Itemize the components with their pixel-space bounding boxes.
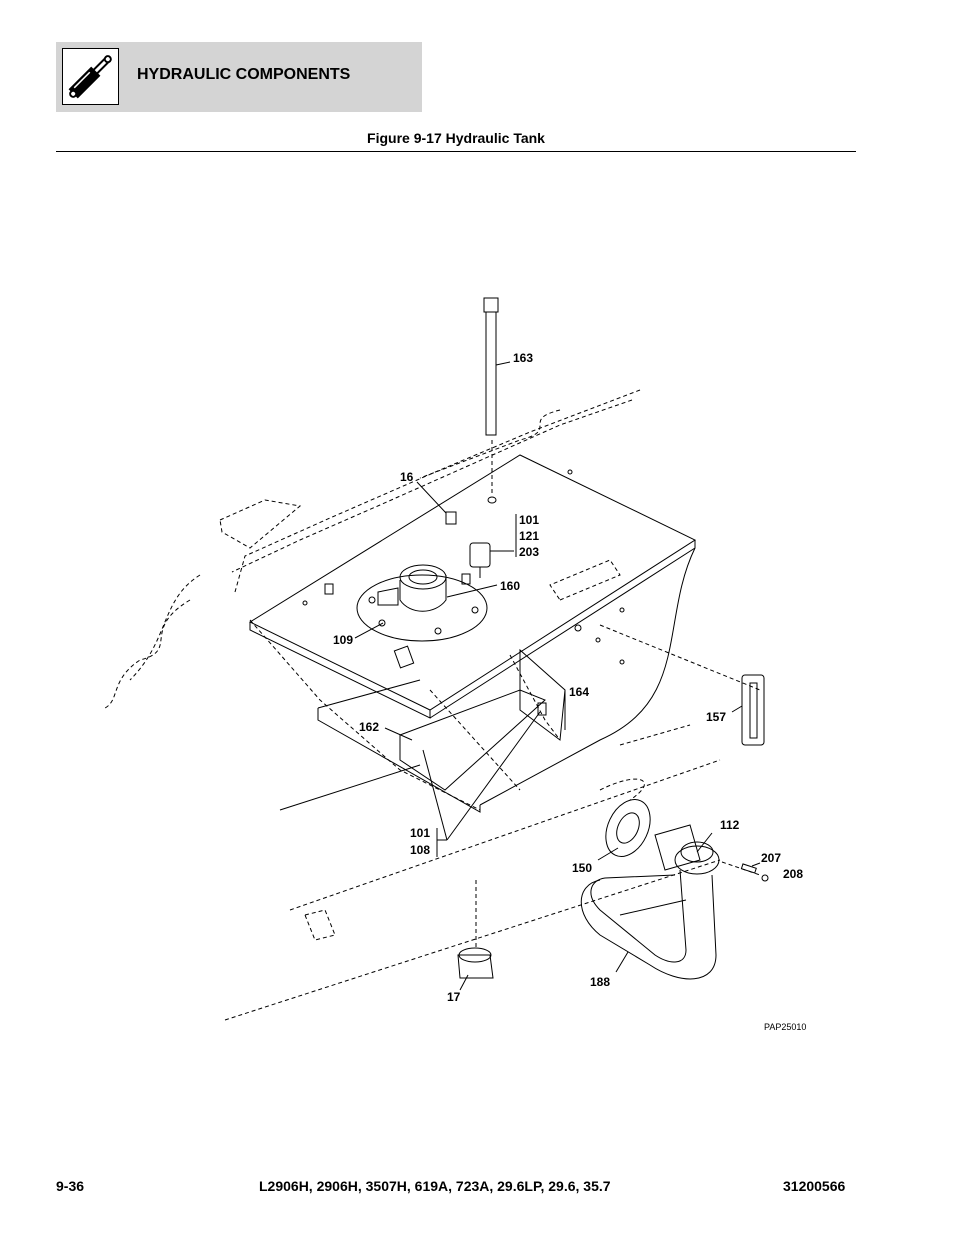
callout-101-upper: 101	[519, 513, 540, 527]
frame-outline	[104, 389, 761, 1021]
bracket-162	[399, 689, 546, 791]
callout-109: 109	[333, 633, 354, 647]
callout-163: 163	[513, 351, 534, 365]
callout-150: 150	[572, 861, 593, 875]
dipstick-tube	[485, 312, 497, 436]
strainer-112	[674, 845, 720, 875]
callout-208: 208	[783, 867, 804, 881]
filter-head-flange	[356, 574, 488, 642]
callout-17: 17	[447, 990, 461, 1004]
breather-cap	[469, 542, 491, 568]
callout-101-lower: 101	[410, 826, 431, 840]
doc-number: 31200566	[783, 1178, 846, 1194]
gasket-150	[605, 799, 651, 857]
callout-207: 207	[761, 851, 782, 865]
hydraulic-cylinder-icon	[62, 48, 119, 105]
callout-160: 160	[500, 579, 521, 593]
tank-top-plate	[248, 454, 697, 711]
hose-188	[590, 869, 687, 963]
callout-16: 16	[400, 470, 414, 484]
dipstick-cap	[483, 297, 499, 313]
model-list: L2906H, 2906H, 3507H, 619A, 723A, 29.6LP…	[259, 1178, 611, 1194]
callout-164: 164	[569, 685, 590, 699]
drawing-id: PAP25010	[764, 1022, 807, 1032]
callout-108: 108	[410, 843, 431, 857]
bolt-16	[445, 511, 457, 525]
leader-lines	[354, 361, 761, 991]
callout-112: 112	[720, 818, 740, 832]
callout-121: 121	[519, 529, 540, 543]
drain-plug-17	[457, 954, 494, 979]
callout-203: 203	[519, 545, 540, 559]
callout-188: 188	[590, 975, 611, 989]
bracket-164	[519, 648, 566, 741]
callout-157: 157	[706, 710, 727, 724]
section-title: HYDRAULIC COMPONENTS	[137, 66, 351, 83]
callout-162: 162	[359, 720, 380, 734]
figure-title: Figure 9-17 Hydraulic Tank	[367, 130, 545, 146]
page-number: 9-36	[56, 1178, 85, 1194]
sight-gauge-157	[741, 674, 765, 746]
header-rule	[56, 151, 856, 152]
